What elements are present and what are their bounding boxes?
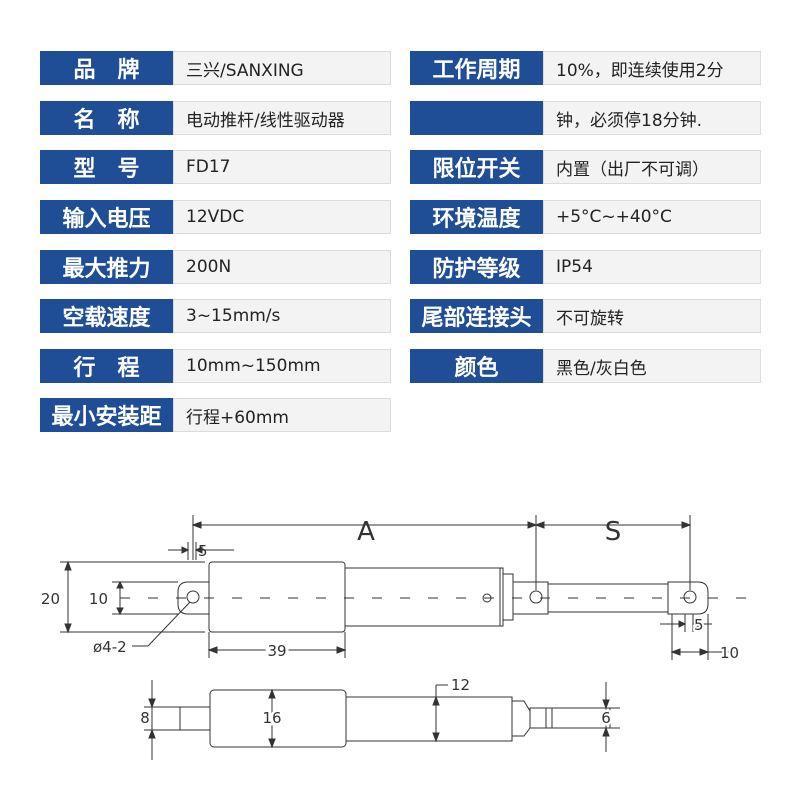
spec-value: 不可旋转 <box>543 299 761 333</box>
spec-label <box>410 101 543 135</box>
spec-label: 最大推力 <box>40 250 173 284</box>
spec-row-protection: 防护等级 IP54 <box>410 250 761 284</box>
motor-housing <box>208 561 346 633</box>
spec-value: 10mm~150mm <box>173 349 391 383</box>
spec-row-duty-cycle-cont: 钟，必须停18分钟. <box>410 101 761 135</box>
spec-value: 电动推杆/线性驱动器 <box>173 101 391 135</box>
spec-row-speed: 空载速度 3~15mm/s <box>40 299 391 333</box>
spec-label: 输入电压 <box>40 200 173 234</box>
side-outer-tube <box>345 696 513 742</box>
dim-10-left-label: 10 <box>89 590 108 608</box>
spec-label: 品 牌 <box>40 51 173 85</box>
dim-12-label: 12 <box>451 676 470 694</box>
spec-label: 空载速度 <box>40 299 173 333</box>
dim-39-label: 39 <box>267 642 286 660</box>
spec-value: 内置（出厂不可调） <box>543 150 761 184</box>
spec-value: 10%，即连续使用2分 <box>543 51 761 85</box>
spec-row-duty-cycle: 工作周期 10%，即连续使用2分 <box>410 51 761 85</box>
spec-value: 200N <box>173 250 391 284</box>
extended-rod-end <box>667 581 709 615</box>
spec-row-stroke: 行 程 10mm~150mm <box>40 349 391 383</box>
front-mount-hole-extended <box>683 590 697 604</box>
spec-label: 环境温度 <box>410 200 543 234</box>
rear-mount-hole <box>186 590 200 604</box>
front-end-cap <box>502 573 514 621</box>
dimension-drawing: A S 5 20 10 ø4-2 39 5 10 8 16 12 6 <box>41 515 750 760</box>
spec-row-model: 型 号 FD17 <box>40 150 391 184</box>
spec-row-brand: 品 牌 三兴/SANXING <box>40 51 391 85</box>
dim-hole-label: ø4-2 <box>93 638 127 656</box>
front-mount-hole-retracted <box>529 590 543 604</box>
spec-value: IP54 <box>543 250 761 284</box>
spec-value: 行程+60mm <box>173 398 391 432</box>
spec-row-thrust: 最大推力 200N <box>40 250 391 284</box>
spec-value: 3~15mm/s <box>173 299 391 333</box>
spec-label: 最小安装距 <box>40 398 173 432</box>
spec-row-voltage: 输入电压 12VDC <box>40 200 391 234</box>
dim-10-right-label: 10 <box>720 644 739 662</box>
spec-label: 防护等级 <box>410 250 543 284</box>
dim-6-label: 6 <box>601 709 611 727</box>
side-rear-tab <box>179 706 211 731</box>
spec-value: 黑色/灰白色 <box>543 349 761 383</box>
spec-value: 三兴/SANXING <box>173 51 391 85</box>
spec-label: 限位开关 <box>410 150 543 184</box>
spec-value: FD17 <box>173 150 391 184</box>
spec-label: 名 称 <box>40 101 173 135</box>
spec-row-name: 名 称 电动推杆/线性驱动器 <box>40 101 391 135</box>
spec-value: 12VDC <box>173 200 391 234</box>
spec-row-temperature: 环境温度 +5°C~+40°C <box>410 200 761 234</box>
spec-label: 颜色 <box>410 349 543 383</box>
spec-row-limit-switch: 限位开关 内置（出厂不可调） <box>410 150 761 184</box>
spec-value: 钟，必须停18分钟. <box>543 101 761 135</box>
spec-row-min-install: 最小安装距 行程+60mm <box>40 398 391 432</box>
dim-16-label: 16 <box>262 709 281 727</box>
spec-label: 型 号 <box>40 150 173 184</box>
dim-20-label: 20 <box>41 590 60 608</box>
spec-value: +5°C~+40°C <box>543 200 761 234</box>
spec-label: 尾部连接头 <box>410 299 543 333</box>
outer-tube <box>344 567 504 627</box>
spec-label: 工作周期 <box>410 51 543 85</box>
side-end-cap <box>511 700 531 737</box>
spec-label: 行 程 <box>40 349 173 383</box>
inner-rod <box>547 583 669 613</box>
dim-5-top-label: 5 <box>198 542 208 560</box>
spec-row-tail-connector: 尾部连接头 不可旋转 <box>410 299 761 333</box>
dim-a-label: A <box>357 517 375 547</box>
side-rod <box>529 707 611 729</box>
spec-row-color: 颜色 黑色/灰白色 <box>410 349 761 383</box>
dim-5-right-label: 5 <box>694 616 704 634</box>
dim-8-label: 8 <box>140 709 150 727</box>
dim-s-label: S <box>605 517 622 547</box>
